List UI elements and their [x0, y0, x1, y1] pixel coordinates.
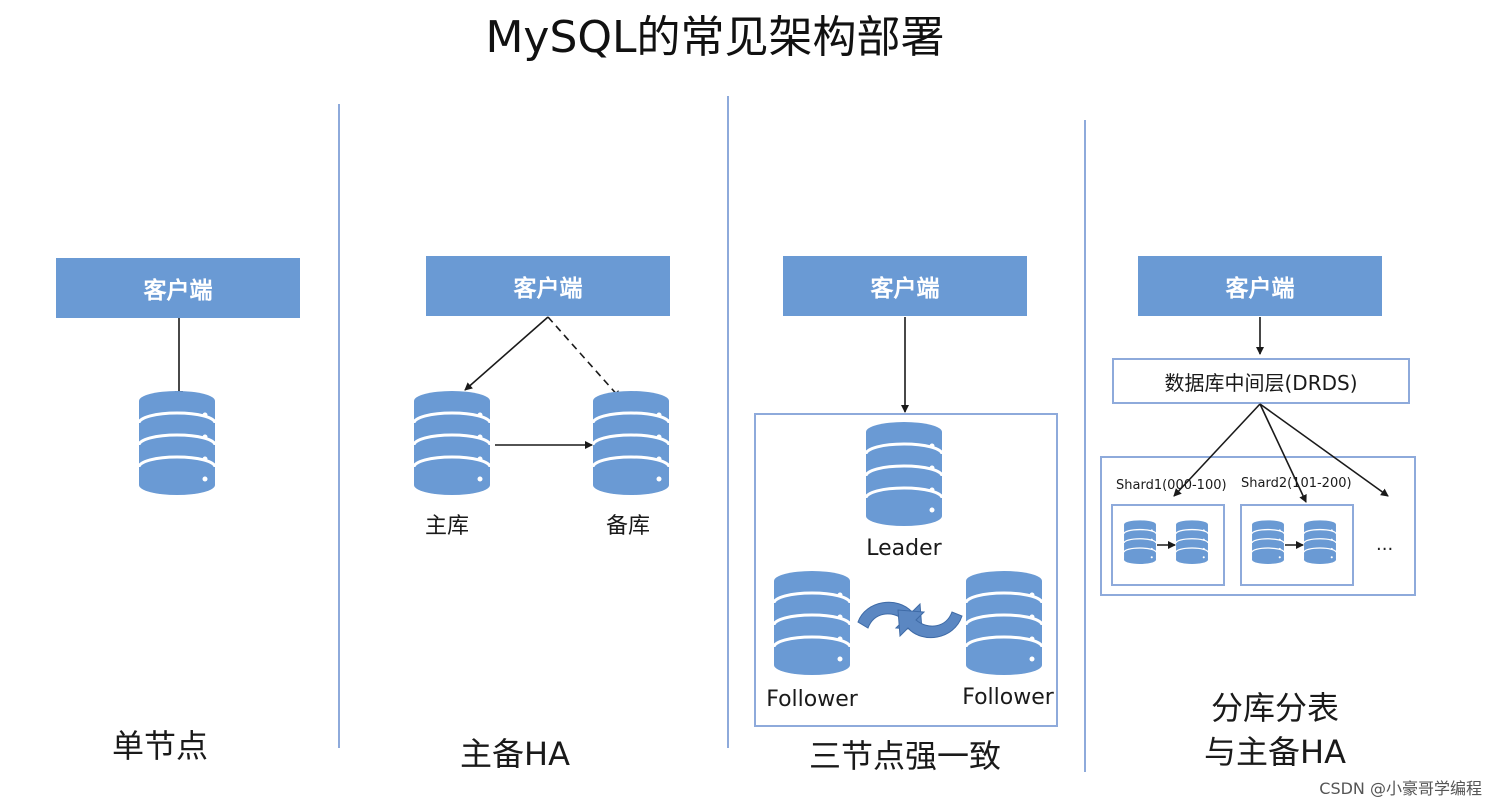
leader-label: Leader	[866, 536, 942, 561]
arrow-to-more-shards	[1259, 403, 1389, 497]
caption-three-node: 三节点强一致	[808, 737, 1001, 775]
database-icon	[1251, 519, 1285, 565]
arrow-client-to-standby	[547, 316, 621, 399]
standby-db-label: 备库	[605, 514, 650, 539]
divider-2	[727, 96, 729, 748]
database-icon	[1303, 519, 1337, 565]
follower-left-label: Follower	[766, 687, 858, 712]
follower-right-label: Follower	[962, 685, 1054, 710]
shard2-label: Shard2(101-200)	[1241, 476, 1352, 491]
arrow-to-shard1	[1173, 403, 1261, 497]
diagram-title: MySQL的常见架构部署	[485, 12, 945, 63]
caption-single-node: 单节点	[111, 727, 208, 765]
shard1-label: Shard1(000-100)	[1116, 478, 1227, 493]
database-icon	[137, 389, 217, 497]
client-box-single: 客户端	[56, 258, 300, 318]
divider-1	[338, 104, 340, 748]
caption-sharding-line1: 分库分表	[1210, 689, 1339, 727]
database-icon	[1123, 519, 1157, 565]
database-icon	[412, 389, 492, 497]
database-icon	[964, 569, 1044, 677]
sync-arrows-icon	[857, 601, 963, 638]
more-shards-ellipsis: ...	[1376, 534, 1394, 555]
client-box-ha: 客户端	[426, 256, 670, 316]
client-box-three-node: 客户端	[783, 256, 1027, 316]
database-icon	[772, 569, 852, 677]
database-icon	[591, 389, 671, 497]
caption-sharding-line2: 与主备HA	[1204, 733, 1346, 771]
divider-3	[1084, 120, 1086, 772]
primary-db-label: 主库	[424, 514, 469, 539]
database-icon	[1175, 519, 1209, 565]
arrow-to-shard2	[1259, 403, 1307, 503]
database-icon	[864, 420, 944, 528]
watermark: CSDN @小豪哥学编程	[1319, 779, 1482, 798]
caption-ha: 主备HA	[460, 735, 570, 773]
client-box-sharding: 客户端	[1138, 256, 1382, 316]
middleware-box: 数据库中间层(DRDS)	[1112, 358, 1410, 404]
arrow-client-to-primary	[464, 316, 549, 391]
